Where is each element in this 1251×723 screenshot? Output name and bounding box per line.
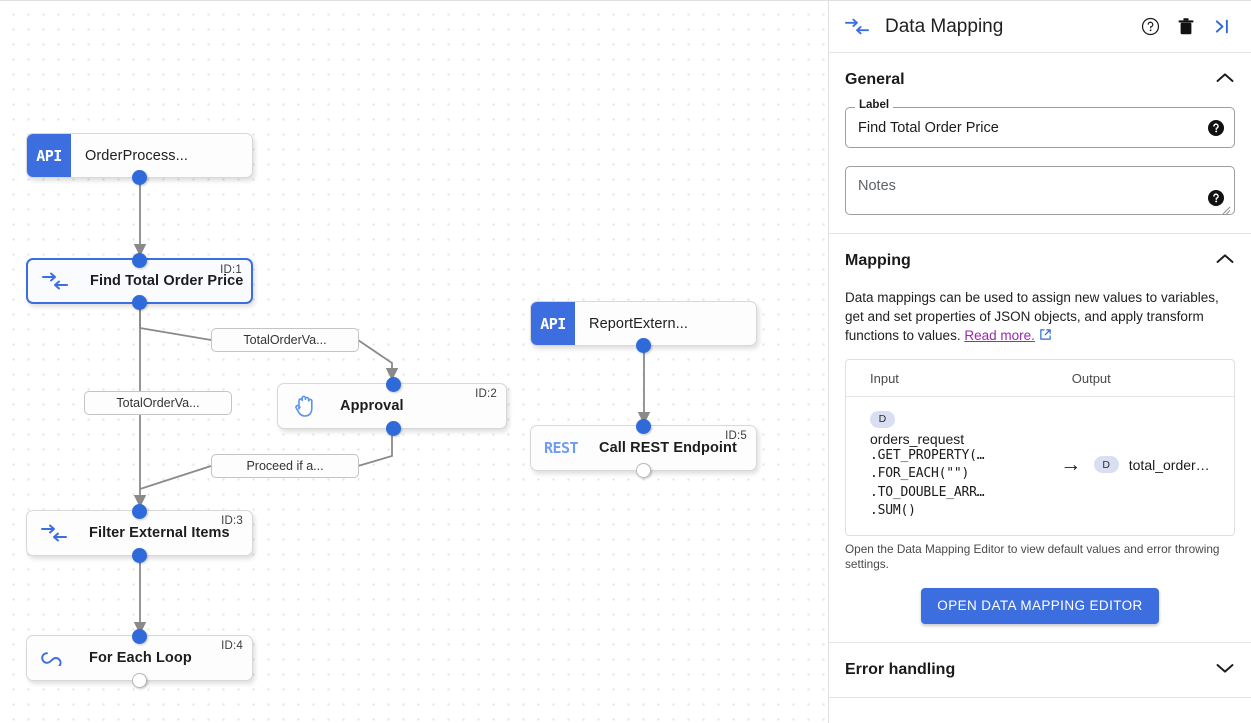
label-input[interactable]: Find Total Order Price bbox=[845, 107, 1235, 148]
chevron-up-icon[interactable] bbox=[1215, 71, 1235, 89]
node-output-port[interactable] bbox=[385, 420, 401, 436]
flow-node-for-each-loop[interactable]: For Each Loop ID:4 bbox=[26, 628, 253, 688]
flow-node-id: ID:5 bbox=[725, 430, 747, 442]
trash-icon[interactable] bbox=[1171, 12, 1201, 42]
flow-node-label: For Each Loop bbox=[89, 650, 192, 666]
flow-node-id: ID:1 bbox=[220, 264, 242, 276]
label-field-legend: Label bbox=[855, 99, 894, 111]
flow-node-id: ID:2 bbox=[475, 388, 497, 400]
node-input-port[interactable] bbox=[132, 628, 147, 644]
read-more-link[interactable]: Read more. bbox=[964, 328, 1035, 343]
chevron-down-icon[interactable] bbox=[1215, 661, 1235, 679]
collapse-panel-icon[interactable] bbox=[1207, 12, 1237, 42]
mapping-output-cell: D total_order… bbox=[1093, 456, 1234, 474]
input-variable-name: orders_request bbox=[870, 430, 965, 447]
open-data-mapping-editor-button[interactable]: OPEN DATA MAPPING EDITOR bbox=[921, 587, 1159, 624]
flow-node-label: Filter External Items bbox=[89, 525, 230, 541]
flow-node-id: ID:4 bbox=[221, 640, 243, 652]
notes-help-icon[interactable] bbox=[1208, 190, 1224, 206]
hand-icon bbox=[284, 394, 326, 418]
flow-node-label: Approval bbox=[340, 398, 404, 414]
input-type-chip: D bbox=[870, 410, 895, 428]
flow-node-label: Find Total Order Price bbox=[90, 273, 244, 289]
mapping-description-text: Data mappings can be used to assign new … bbox=[845, 290, 1219, 343]
section-title: General bbox=[845, 71, 905, 88]
node-output-port[interactable] bbox=[636, 462, 651, 478]
flow-node-report-external[interactable]: API ReportExtern... bbox=[530, 301, 757, 353]
node-input-port[interactable] bbox=[385, 376, 401, 392]
edge-label[interactable]: TotalOrderVa... bbox=[84, 391, 232, 415]
mapping-input-cell: D orders_request .GET_PROPERTY(… .FOR_EA… bbox=[846, 409, 1048, 521]
edge-label[interactable]: TotalOrderVa... bbox=[211, 328, 359, 352]
mapping-table-header: Input Output bbox=[846, 360, 1234, 397]
node-input-port[interactable] bbox=[132, 252, 147, 268]
input-transform-line: .SUM() bbox=[870, 503, 916, 518]
label-help-icon[interactable] bbox=[1208, 119, 1224, 136]
notes-field-wrap: Notes bbox=[845, 166, 1235, 215]
api-badge-icon: API bbox=[27, 134, 71, 177]
input-transform-line: .TO_DOUBLE_ARR… bbox=[870, 484, 985, 500]
flow-node-label: Call REST Endpoint bbox=[599, 440, 737, 456]
mapping-description: Data mappings can be used to assign new … bbox=[845, 288, 1235, 345]
data-mapping-icon bbox=[34, 272, 76, 290]
api-badge-icon: API bbox=[531, 302, 575, 345]
flow-node-approval[interactable]: Approval ID:2 bbox=[277, 376, 507, 436]
help-circle-icon[interactable] bbox=[1135, 12, 1165, 42]
output-variable-name: total_order… bbox=[1128, 456, 1210, 473]
error-handling-section-header[interactable]: Error handling bbox=[845, 643, 1235, 697]
node-input-port[interactable] bbox=[636, 418, 651, 434]
mapping-note: Open the Data Mapping Editor to view def… bbox=[845, 541, 1220, 571]
section-divider bbox=[829, 696, 1251, 698]
error-handling-section: Error handling bbox=[829, 643, 1251, 697]
node-input-port[interactable] bbox=[132, 503, 147, 519]
mapping-table: Input Output D orders_request .GET_PROPE… bbox=[845, 359, 1235, 536]
column-header-output: Output bbox=[1071, 370, 1111, 386]
label-field-wrap: Label Find Total Order Price bbox=[845, 99, 1235, 148]
panel-header: Data Mapping bbox=[829, 1, 1251, 53]
external-link-icon[interactable] bbox=[1039, 328, 1052, 343]
mapping-section: Mapping Data mappings can be used to ass… bbox=[829, 234, 1251, 642]
notes-textarea[interactable]: Notes bbox=[845, 166, 1235, 215]
mapping-arrow-icon: → bbox=[1060, 452, 1082, 476]
section-divider bbox=[829, 641, 1251, 643]
general-section-header[interactable]: General bbox=[845, 53, 1235, 107]
node-output-port[interactable] bbox=[636, 337, 651, 353]
mapping-section-header[interactable]: Mapping bbox=[845, 234, 1235, 288]
flow-node-label: ReportExtern... bbox=[589, 315, 689, 332]
input-transform-line: .GET_PROPERTY(… bbox=[870, 447, 985, 463]
output-type-chip: D bbox=[1093, 456, 1119, 474]
panel-title: Data Mapping bbox=[885, 15, 1004, 37]
loop-infinity-icon bbox=[33, 650, 75, 666]
section-title: Mapping bbox=[845, 252, 911, 269]
node-output-port[interactable] bbox=[132, 547, 147, 563]
flow-node-order-process[interactable]: API OrderProcess... bbox=[26, 133, 253, 185]
flow-edges bbox=[133, 178, 651, 635]
mapping-table-row[interactable]: D orders_request .GET_PROPERTY(… .FOR_EA… bbox=[846, 397, 1234, 535]
node-output-port[interactable] bbox=[132, 169, 147, 185]
section-divider bbox=[829, 233, 1251, 234]
node-output-port[interactable] bbox=[132, 672, 147, 688]
flow-node-filter-external-items[interactable]: Filter External Items ID:3 bbox=[26, 503, 253, 563]
notes-resize-handle[interactable] bbox=[1221, 202, 1231, 215]
flow-node-call-rest-endpoint[interactable]: REST Call REST Endpoint ID:5 bbox=[530, 418, 757, 478]
properties-panel: Data Mapping bbox=[828, 0, 1251, 723]
data-mapping-icon bbox=[33, 524, 75, 542]
flow-node-find-total-order-price[interactable]: Find Total Order Price ID:1 bbox=[26, 252, 253, 310]
node-output-port[interactable] bbox=[132, 294, 147, 310]
data-mapping-icon bbox=[845, 18, 875, 35]
input-transform-line: .FOR_EACH("") bbox=[870, 466, 970, 481]
section-title: Error handling bbox=[845, 660, 956, 678]
edge-label[interactable]: Proceed if a... bbox=[211, 454, 359, 478]
flow-node-label: OrderProcess... bbox=[85, 147, 189, 164]
general-section: General Label Find Total Order Price bbox=[829, 53, 1251, 233]
column-header-input: Input bbox=[870, 370, 899, 386]
rest-badge-icon: REST bbox=[543, 439, 579, 457]
chevron-up-icon[interactable] bbox=[1215, 252, 1235, 270]
flow-node-id: ID:3 bbox=[221, 515, 243, 527]
flow-canvas[interactable]: API OrderProcess... Find Total Order Pri… bbox=[0, 0, 828, 723]
